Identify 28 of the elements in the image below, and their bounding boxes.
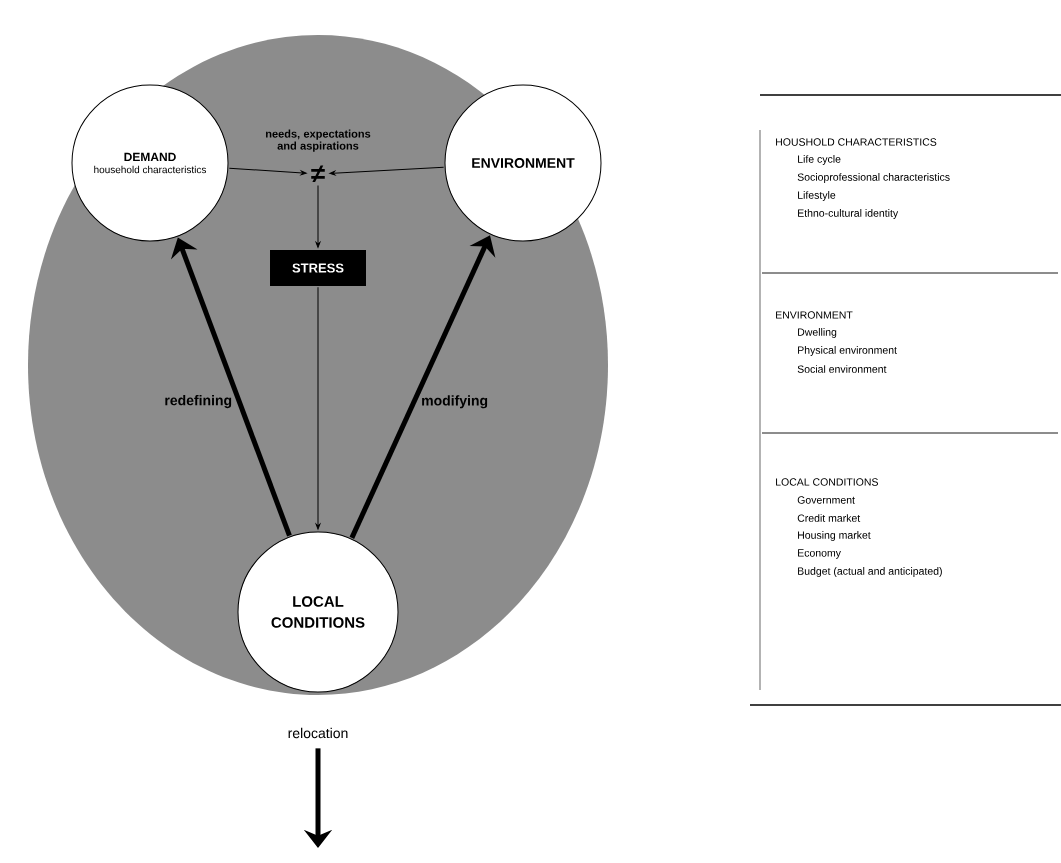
list-item: Government (797, 496, 855, 504)
circle-node: LOCAL CONDITIONS (237, 531, 399, 693)
arrow (228, 167, 307, 176)
list-item: Physical environment (798, 346, 897, 356)
arrow (315, 185, 321, 248)
edge-label: redefining (165, 395, 232, 409)
edge-label: modifying (422, 395, 488, 409)
heading-text: LOCAL CONDITIONS (776, 478, 878, 486)
relocation-text: relocation (288, 727, 348, 739)
list-item: Social environment (797, 365, 887, 373)
list-item: Ethno-cultural identity (798, 209, 899, 219)
not-equal-symbol: ≠ (311, 165, 325, 182)
list-item: Lifestyle (798, 191, 836, 201)
arrow (315, 286, 321, 530)
list-item: Life cycle (798, 155, 841, 165)
list-item: Credit market (797, 514, 861, 522)
list-item: Budget (actual and anticipated) (798, 567, 942, 577)
note-text: needs, expectations and aspirations (266, 129, 371, 152)
heading-text: ENVIRONMENT (776, 311, 853, 319)
heading-text: HOUSHOLD CHARACTERISTICS (776, 138, 937, 146)
list-item: Housing market (798, 531, 871, 541)
circle-node: ENVIRONMENT (444, 84, 602, 242)
list-item: Dwelling (798, 328, 837, 338)
circle-node: DEMAND household characteristics (71, 84, 229, 242)
arrow (329, 166, 445, 176)
stress-box: STRESS (270, 250, 366, 286)
list-item: Economy (798, 549, 841, 559)
list-item: Socioprofessional characteristics (797, 173, 950, 183)
